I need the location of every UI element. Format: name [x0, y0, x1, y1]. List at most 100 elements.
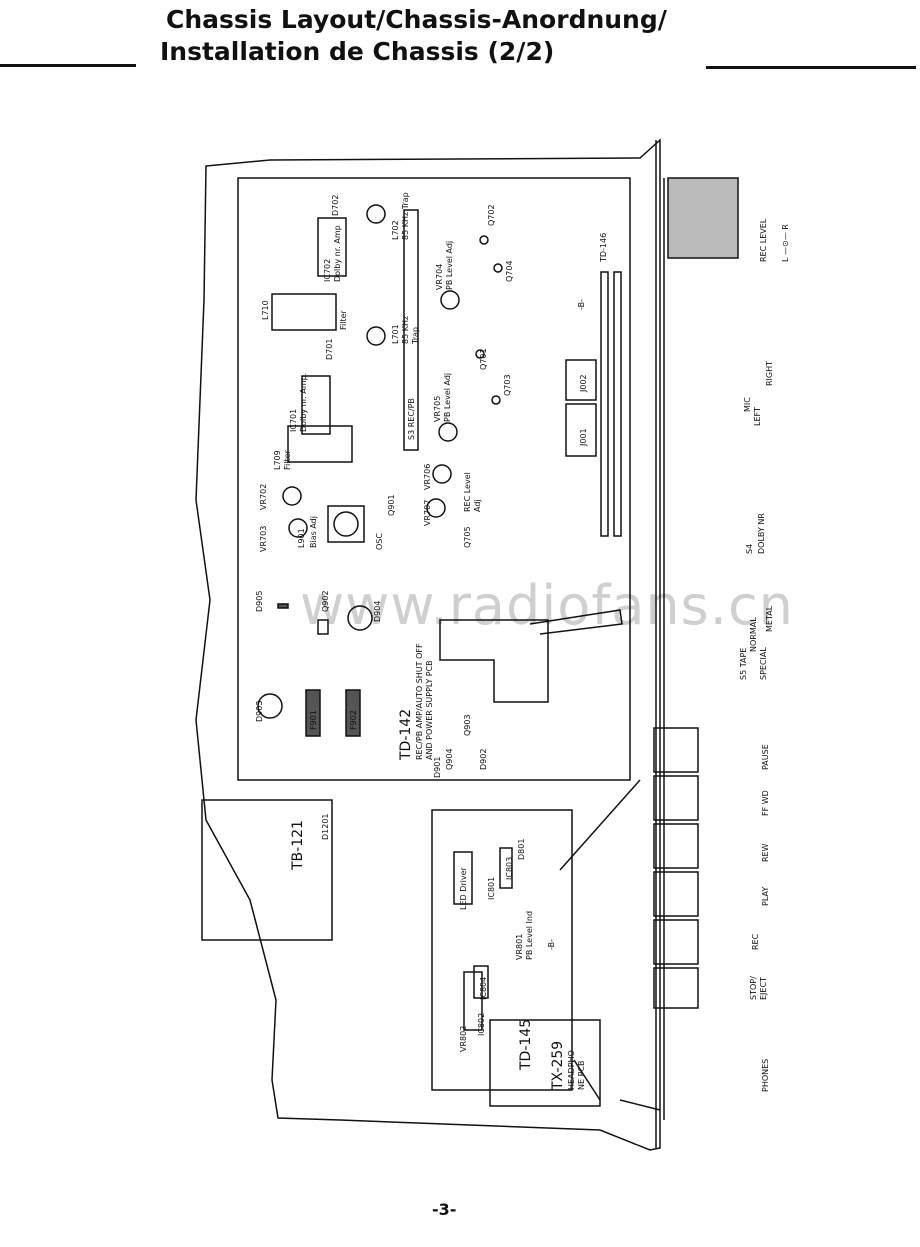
label-dolby-nr: DOLBY NR — [757, 513, 766, 554]
label-q702: Q702 — [487, 204, 496, 226]
label-ic803: IC803 — [505, 857, 514, 880]
label-q902: Q902 — [321, 590, 330, 612]
label-vr703: VR703 — [259, 526, 268, 552]
label-vr705: VR705 — [433, 396, 442, 422]
label-vr707-desc2: Adj — [473, 499, 482, 512]
label-d905: D905 — [255, 591, 264, 612]
label-rec-level: REC LEVEL — [759, 218, 768, 262]
label-vr702: VR702 — [259, 484, 268, 510]
label-td142-desc2: AND POWER SUPPLY PCB — [425, 660, 434, 760]
label-d904: D904 — [373, 601, 382, 622]
title-line-2: Installation de Chassis (2/2) — [160, 37, 555, 66]
label-d701: D701 — [325, 339, 334, 360]
label-special: SPECIAL — [759, 647, 768, 680]
label-eject: EJECT — [759, 977, 768, 1000]
label-b-lower: -B- — [547, 939, 556, 950]
label-left: LEFT — [753, 407, 762, 426]
title-rule-left — [0, 64, 136, 67]
label-l701-desc2: Trap — [411, 327, 420, 345]
label-d902: D902 — [479, 749, 488, 770]
label-normal: NORMAL — [749, 617, 758, 652]
label-s5-tape: S5 TAPE — [739, 648, 748, 680]
label-metal: METAL — [765, 605, 774, 632]
chassis-outline — [195, 138, 739, 1151]
label-ic801: IC801 — [487, 877, 496, 900]
label-stop: STOP/ — [749, 976, 758, 1000]
label-l701: L701 — [391, 324, 400, 344]
label-l709: L709 — [273, 450, 282, 470]
page-number: -3- — [432, 1200, 457, 1219]
label-q705: Q705 — [463, 526, 472, 548]
label-j002: J002 — [579, 374, 588, 393]
label-vr707: VR707 — [423, 500, 432, 526]
label-d901: D901 — [433, 757, 442, 778]
label-l702-desc: 85 KHz Trap — [401, 192, 410, 240]
label-vr707-desc1: REC Level — [463, 472, 472, 512]
label-ic804: IC804 — [479, 977, 488, 1000]
label-ic701: IC701 — [289, 409, 298, 432]
label-l702: L702 — [391, 220, 400, 240]
label-led-driver: LED Driver — [459, 866, 468, 910]
label-q701: Q701 — [479, 348, 488, 370]
label-ff-wd: FF WD — [761, 790, 770, 816]
label-ic701-desc: Dolby nr. Amp. — [299, 373, 308, 432]
label-tx259-desc1: HEADPHO- — [567, 1047, 576, 1090]
label-q903: Q903 — [463, 714, 472, 736]
label-b-upper: -B- — [577, 299, 586, 310]
label-s3: S3 REC/PB — [407, 398, 416, 440]
label-ic702-desc: Dolby nr. Amp — [333, 225, 342, 282]
page-title: Chassis Layout/Chassis-Anordnung/ Instal… — [160, 4, 667, 68]
label-l709-desc: Filter — [283, 449, 292, 470]
label-rec: REC — [751, 933, 760, 950]
label-bias: Bias Adj — [309, 516, 318, 548]
pcb-tb121 — [201, 799, 333, 941]
pcb-td145 — [431, 809, 573, 1091]
label-play: PLAY — [761, 887, 770, 906]
label-d1201: D1201 — [321, 813, 330, 840]
label-tx259-desc2: NE PCB — [577, 1061, 586, 1090]
label-vr705-desc: PB Level Adj — [443, 373, 452, 422]
pcb-td142 — [237, 177, 631, 781]
label-q901: Q901 — [387, 494, 396, 516]
label-rew: REW — [761, 843, 770, 862]
watermark: www.radiofans.cn — [300, 574, 794, 637]
label-j001: J001 — [579, 428, 588, 447]
label-ic802: IC802 — [477, 1013, 486, 1036]
label-s4: S4 — [745, 544, 754, 554]
label-q703: Q703 — [503, 374, 512, 396]
label-l710-desc: Filter — [339, 309, 348, 330]
label-q704: Q704 — [505, 260, 514, 282]
title-rule-right — [706, 66, 916, 69]
label-l901: L901 — [297, 528, 306, 548]
label-right: RIGHT — [765, 361, 774, 386]
label-ic702: IC702 — [323, 259, 332, 282]
label-f902: F902 — [349, 710, 358, 730]
label-pause: PAUSE — [761, 744, 770, 770]
label-vr802: VR802 — [459, 1026, 468, 1052]
label-q904: Q904 — [445, 748, 454, 770]
label-tb121: TB-121 — [290, 820, 306, 871]
label-f901: F901 — [309, 710, 318, 730]
label-mic: MIC — [743, 397, 752, 412]
label-phones: PHONES — [761, 1059, 770, 1092]
label-d903: D903 — [255, 701, 264, 722]
label-td142: TD-142 — [398, 709, 414, 761]
label-tx259: TX-259 — [550, 1041, 566, 1091]
label-vr704: VR704 — [435, 264, 444, 290]
label-vr801: VR801 — [515, 934, 524, 960]
title-line-1: Chassis Layout/Chassis-Anordnung/ — [166, 5, 667, 34]
label-vr801-desc: PB Level Ind — [525, 911, 534, 960]
label-l710: L710 — [261, 300, 270, 320]
pcb-tx259 — [489, 1019, 601, 1107]
label-d702: D702 — [331, 195, 340, 216]
label-d801: D801 — [517, 839, 526, 860]
label-vr704-desc: PB Level Adj — [445, 241, 454, 290]
label-td142-desc1: REC/PB AMP/AUTO SHUT OFF — [415, 643, 424, 760]
label-td146: TD-146 — [599, 233, 608, 263]
label-vr706: VR706 — [423, 464, 432, 490]
label-osc: OSC — [375, 533, 384, 550]
label-l701-desc1: 85 KHz — [401, 316, 410, 344]
label-lr: L —⊙— R — [781, 224, 790, 262]
label-td145: TD-145 — [518, 1019, 534, 1071]
